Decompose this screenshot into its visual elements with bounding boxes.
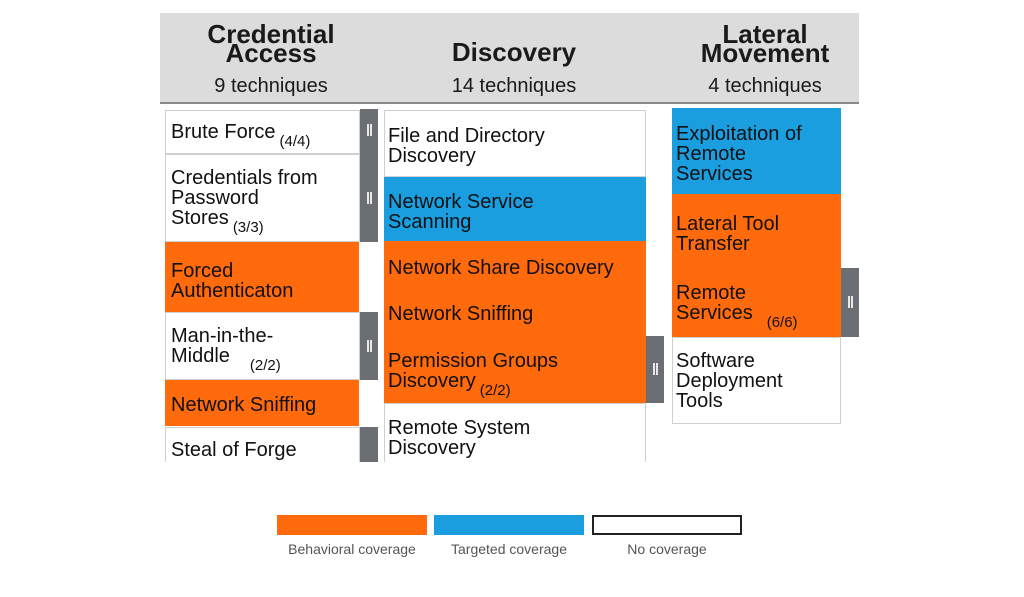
technique-name: Transfer (676, 233, 750, 255)
technique-forced-authentication[interactable]: Forced Authenticaton (165, 242, 359, 312)
expand-handle[interactable] (360, 109, 378, 154)
column-title-line: Credential (207, 19, 335, 49)
column-title: Credential Access (160, 19, 382, 68)
technique-name: Remote System (388, 417, 531, 439)
expand-handle[interactable] (360, 312, 378, 380)
legend-swatch-behavioral (277, 515, 427, 535)
legend-swatch-none (592, 515, 742, 535)
scroll-fade (150, 462, 710, 476)
column-header-lateral-movement[interactable]: Lateral Movement 4 techniques (664, 13, 866, 104)
technique-name: Services (676, 163, 753, 185)
technique-name: Network Service (388, 191, 534, 213)
column-title: Lateral Movement (664, 19, 866, 68)
subtechnique-count: (2/2) (479, 382, 511, 399)
expand-handle[interactable] (646, 336, 664, 403)
technique-software-deployment-tools[interactable]: Software Deployment Tools (672, 337, 841, 424)
technique-credentials-from-password-stores[interactable]: Credentials from Password Stores(3/3) (165, 154, 360, 242)
technique-network-share-discovery[interactable]: Network Share Discovery (384, 241, 646, 290)
technique-name: Scanning (388, 211, 472, 233)
technique-name: Steal of Forge (171, 439, 297, 461)
expand-handle[interactable] (841, 268, 859, 337)
technique-name: Permission Groups (388, 350, 559, 372)
column-title-line: Movement (700, 38, 830, 68)
column-header-discovery[interactable]: Discovery 14 techniques (384, 13, 644, 104)
technique-remote-services[interactable]: Remote Services (6/6) (672, 268, 841, 337)
legend-label-targeted: Targeted coverage (451, 541, 567, 557)
technique-name: Man-in-the- (171, 325, 274, 347)
technique-name: Credentials from (171, 167, 318, 189)
technique-network-sniffing[interactable]: Network Sniffing (384, 290, 646, 336)
technique-name: Deployment (676, 370, 783, 392)
expand-handle[interactable] (360, 154, 378, 242)
technique-exploitation-of-remote-services[interactable]: Exploitation of Remote Services (672, 108, 841, 194)
column-title-line: Lateral (722, 19, 808, 49)
technique-count: 9 techniques (214, 75, 328, 97)
technique-name: Network Share Discovery (388, 257, 614, 279)
technique-file-and-directory-discovery[interactable]: File and Directory Discovery (384, 110, 646, 177)
technique-name: Password (171, 187, 259, 209)
legend-label-behavioral: Behavioral coverage (288, 541, 416, 557)
technique-name: Forced (171, 260, 234, 282)
technique-man-in-the-middle[interactable]: Man-in-the- Middle (2/2) (165, 312, 360, 380)
technique-name: Exploitation of (676, 123, 802, 145)
technique-name: Stores (171, 207, 229, 229)
column-title-line: Access (225, 38, 317, 68)
technique-name: Remote (676, 143, 747, 165)
technique-name: Network Sniffing (171, 394, 317, 416)
technique-name: Discovery (388, 437, 476, 459)
technique-name: Software (676, 350, 755, 372)
subtechnique-count: (3/3) (232, 219, 264, 236)
column-header-credential-access[interactable]: Credential Access 9 techniques (160, 13, 382, 104)
technique-steal-of-forge[interactable]: Steal of Forge (165, 427, 360, 467)
technique-name: Tools (676, 390, 723, 412)
technique-name: File and Directory (388, 125, 545, 147)
technique-network-sniffing[interactable]: Network Sniffing (165, 380, 359, 426)
legend-swatch-targeted (434, 515, 584, 535)
expand-handle[interactable] (360, 427, 378, 467)
technique-count: 4 techniques (708, 75, 822, 97)
technique-name: Middle (171, 345, 230, 367)
technique-name: Services (676, 302, 753, 324)
column-title: Discovery (451, 37, 577, 67)
technique-name: Brute Force (171, 121, 276, 143)
technique-brute-force[interactable]: Brute Force(4/4) (165, 110, 360, 154)
technique-name: Discovery (388, 370, 476, 392)
technique-network-service-scanning[interactable]: Network Service Scanning (384, 177, 646, 241)
technique-permission-groups-discovery[interactable]: Permission Groups Discovery(2/2) (384, 336, 646, 403)
technique-remote-system-discovery[interactable]: Remote System Discovery (384, 403, 646, 467)
tactics-header: Credential Access 9 techniques Discovery… (160, 13, 859, 104)
technique-name: Remote (676, 282, 747, 304)
technique-name: Lateral Tool (676, 213, 780, 235)
technique-lateral-tool-transfer[interactable]: Lateral Tool Transfer (672, 194, 841, 268)
subtechnique-count: (6/6) (766, 314, 798, 331)
technique-name: Discovery (388, 145, 476, 167)
subtechnique-count: (2/2) (249, 357, 281, 374)
technique-matrix: Brute Force(4/4) Credentials from Passwo… (165, 108, 859, 467)
technique-name: Authenticaton (171, 280, 294, 302)
legend-label-none: No coverage (627, 541, 707, 557)
technique-name: Network Sniffing (388, 303, 534, 325)
subtechnique-count: (4/4) (279, 133, 311, 150)
technique-count: 14 techniques (451, 75, 577, 97)
